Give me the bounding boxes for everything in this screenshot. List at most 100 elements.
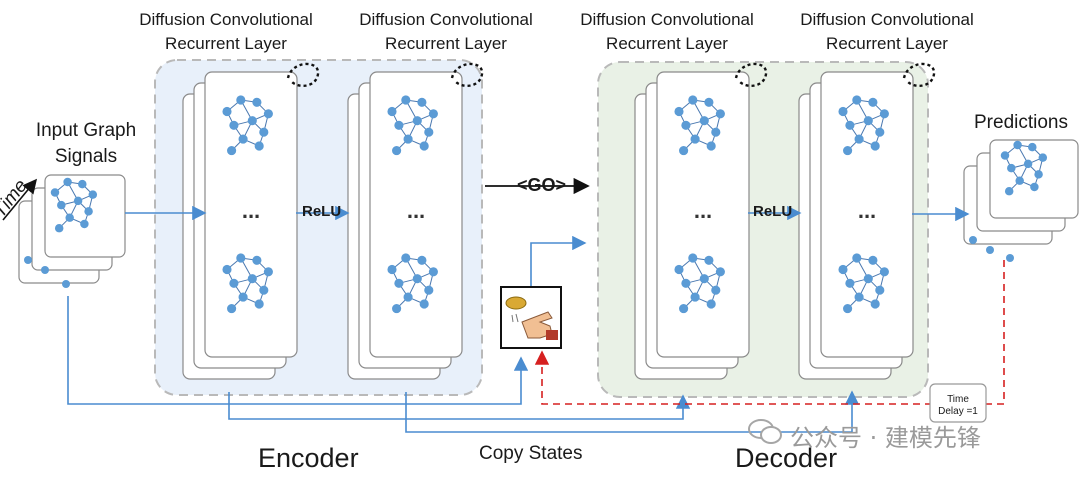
graph-node bbox=[863, 274, 873, 284]
graph-node bbox=[236, 95, 246, 105]
recurrent-loop-icon bbox=[450, 62, 484, 87]
graph-node bbox=[392, 304, 402, 314]
input-graph-signals-stack bbox=[18, 174, 126, 288]
graph-node bbox=[870, 141, 880, 151]
time-delay-line2: Delay =1 bbox=[938, 406, 978, 417]
graph-node bbox=[263, 109, 273, 119]
graph-node bbox=[852, 95, 862, 105]
graph-node bbox=[1030, 182, 1039, 192]
graph-node bbox=[238, 292, 248, 302]
graph-node bbox=[227, 304, 237, 314]
connections bbox=[67, 177, 1005, 433]
graph-node bbox=[699, 116, 709, 126]
graph-node bbox=[252, 255, 262, 265]
ellipsis-text: ... bbox=[242, 198, 260, 223]
layer-card bbox=[369, 71, 463, 358]
ellipsis-text: ... bbox=[407, 198, 425, 223]
graph-node bbox=[845, 278, 855, 288]
graph-node bbox=[704, 255, 714, 265]
graph-node bbox=[1038, 153, 1048, 162]
graph-node bbox=[854, 134, 864, 144]
ellipsis-text: ... bbox=[694, 198, 712, 223]
sampler-to-decoder-arrow bbox=[530, 235, 587, 286]
graph-node bbox=[227, 146, 237, 156]
graph-node bbox=[1013, 140, 1022, 150]
graph-node bbox=[868, 255, 878, 265]
encoder-relu-label: ReLU bbox=[302, 203, 342, 220]
layer-card bbox=[656, 71, 750, 358]
graph-node bbox=[254, 299, 264, 309]
graph-node bbox=[843, 304, 853, 314]
graph-node bbox=[247, 116, 257, 126]
graph-node bbox=[681, 120, 691, 130]
graph-node bbox=[690, 134, 700, 144]
graph-node bbox=[387, 106, 397, 117]
graph-node bbox=[417, 97, 427, 107]
graph-node bbox=[679, 146, 689, 156]
graph-node bbox=[690, 292, 700, 302]
graph-node bbox=[854, 292, 864, 302]
graph-node bbox=[424, 285, 434, 295]
graph-node bbox=[870, 299, 880, 309]
encoder-label: Encoder bbox=[258, 443, 359, 473]
graph-node bbox=[674, 106, 684, 117]
time-delay-box bbox=[929, 383, 987, 423]
graph-node bbox=[247, 274, 257, 284]
graph-node bbox=[417, 255, 427, 265]
time-delay-feedback-path bbox=[534, 260, 1005, 405]
signal-card bbox=[44, 174, 126, 258]
go-token-label: <GO> bbox=[517, 175, 567, 195]
graph-node bbox=[845, 120, 855, 130]
decoder-layer1-title: Diffusion Convolutional Recurrent Layer bbox=[580, 10, 754, 53]
scheduled-sampling-box bbox=[500, 286, 562, 349]
decoder-layer2-stack: ... bbox=[798, 71, 914, 380]
graph-node bbox=[412, 274, 422, 284]
graph-node bbox=[706, 299, 716, 309]
graph-node bbox=[57, 200, 66, 210]
time-axis bbox=[2, 178, 38, 221]
ellipsis-text: ... bbox=[858, 198, 876, 223]
graph-node bbox=[259, 285, 269, 295]
wechat-icon bbox=[748, 419, 782, 444]
graph-node bbox=[879, 109, 889, 119]
recurrent-loop-icon bbox=[286, 62, 320, 87]
decoder-layer1-stack: ... bbox=[634, 71, 750, 380]
graph-node bbox=[879, 267, 889, 277]
recurrent-loop-icon bbox=[902, 62, 936, 87]
hand-icon bbox=[521, 311, 553, 339]
graph-node bbox=[84, 207, 93, 216]
graph-node bbox=[838, 264, 848, 275]
graph-node bbox=[852, 253, 862, 263]
graph-node bbox=[704, 97, 714, 107]
graph-node bbox=[63, 177, 72, 187]
graph-node bbox=[222, 264, 232, 275]
graph-node bbox=[392, 146, 402, 156]
graph-node bbox=[263, 267, 273, 277]
graph-node bbox=[419, 299, 429, 309]
graph-node bbox=[259, 127, 269, 137]
graph-node bbox=[715, 109, 725, 119]
graph-node bbox=[1023, 159, 1033, 169]
graph-node bbox=[54, 223, 64, 233]
graph-node bbox=[238, 134, 248, 144]
graph-node bbox=[1004, 186, 1014, 196]
graph-node bbox=[863, 116, 873, 126]
graph-node bbox=[1000, 151, 1010, 160]
graph-node bbox=[843, 146, 853, 156]
coin-icon bbox=[505, 296, 527, 310]
graph-node bbox=[715, 267, 725, 277]
copy-state-layer1-path bbox=[228, 392, 691, 420]
encoder-layer2-title: Diffusion Convolutional Recurrent Layer bbox=[359, 10, 533, 53]
graph-node bbox=[387, 264, 397, 275]
graph-node bbox=[688, 95, 698, 105]
graph-node bbox=[403, 134, 413, 144]
graph-node bbox=[419, 141, 429, 151]
graph-node bbox=[229, 120, 239, 130]
graph-node bbox=[706, 141, 716, 151]
graph-node bbox=[681, 278, 691, 288]
recurrent-loops bbox=[286, 62, 936, 87]
encoder-layer1-title: Diffusion Convolutional Recurrent Layer bbox=[139, 10, 313, 53]
copy-state-layer2-path bbox=[405, 390, 860, 433]
